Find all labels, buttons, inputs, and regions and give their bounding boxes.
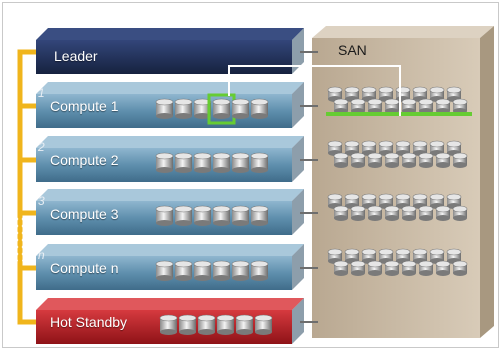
san-connectors bbox=[300, 51, 318, 323]
san-disk-3-2-8 bbox=[452, 205, 468, 221]
node-label-compute-1: Compute 1 bbox=[50, 98, 119, 114]
san-disk-2-1-7 bbox=[429, 140, 445, 156]
disk-mapping-line bbox=[228, 65, 401, 116]
node-layer-compute-2 bbox=[36, 136, 304, 182]
san-disk-4-2-6 bbox=[418, 260, 434, 276]
san-shelf-2 bbox=[327, 140, 468, 168]
disk-compute-n-2 bbox=[174, 260, 193, 281]
disk-compute-n-1 bbox=[155, 260, 174, 281]
disk-compute-2-3 bbox=[193, 152, 212, 173]
san-disk-2-2-2 bbox=[350, 152, 366, 168]
san-disk-3-2-3 bbox=[367, 205, 383, 221]
disk-compute-3-6 bbox=[250, 205, 269, 226]
node-label-compute-3: Compute 3 bbox=[50, 206, 119, 222]
san-disk-2-2-1 bbox=[333, 152, 349, 168]
node-number-2: 2 bbox=[38, 140, 45, 154]
node-label-leader: Leader bbox=[54, 48, 98, 64]
san-disk-1-2-4 bbox=[384, 98, 400, 114]
disk-compute-3-4 bbox=[212, 205, 231, 226]
disk-hot-standby-5 bbox=[235, 314, 254, 335]
san-disk-3-2-1 bbox=[333, 205, 349, 221]
san-disk-3-2-4 bbox=[384, 205, 400, 221]
disk-compute-1-5 bbox=[231, 98, 250, 119]
san-shelf-4 bbox=[327, 248, 468, 276]
san-panel bbox=[312, 26, 494, 338]
san-disk-4-2-4 bbox=[384, 260, 400, 276]
san-disk-1-2-8 bbox=[452, 98, 468, 114]
disk-compute-1-4 bbox=[212, 98, 231, 119]
disk-compute-1-1 bbox=[155, 98, 174, 119]
disk-compute-3-1 bbox=[155, 205, 174, 226]
san-disk-4-2-5 bbox=[401, 260, 417, 276]
disk-hot-standby-3 bbox=[197, 314, 216, 335]
disk-compute-2-2 bbox=[174, 152, 193, 173]
node-layer-compute-3 bbox=[36, 189, 304, 235]
disk-compute-1-2 bbox=[174, 98, 193, 119]
node-label-compute-n: Compute n bbox=[50, 260, 119, 276]
san-disk-4-2-3 bbox=[367, 260, 383, 276]
disk-compute-2-6 bbox=[250, 152, 269, 173]
san-disk-4-2-1 bbox=[333, 260, 349, 276]
disk-hot-standby-6 bbox=[254, 314, 273, 335]
san-disk-2-2-8 bbox=[452, 152, 468, 168]
disk-compute-3-2 bbox=[174, 205, 193, 226]
san-disk-2-1-8 bbox=[446, 140, 462, 156]
san-disk-1-2-6 bbox=[418, 98, 434, 114]
san-shelf-3 bbox=[327, 193, 468, 221]
san-disk-2-1-4 bbox=[378, 140, 394, 156]
node-number-1: 1 bbox=[38, 86, 45, 100]
disk-compute-3-3 bbox=[193, 205, 212, 226]
san-disk-1-2-2 bbox=[350, 98, 366, 114]
san-disk-1-2-7 bbox=[435, 98, 451, 114]
node-layer-hot-standby bbox=[36, 298, 304, 344]
node-layer-leader bbox=[36, 28, 304, 74]
san-label: SAN bbox=[338, 42, 367, 58]
node-label-compute-2: Compute 2 bbox=[50, 152, 119, 168]
disk-compute-n-4 bbox=[212, 260, 231, 281]
san-disk-2-2-6 bbox=[418, 152, 434, 168]
san-disk-4-1-3 bbox=[361, 248, 377, 264]
san-disk-2-2-7 bbox=[435, 152, 451, 168]
san-disk-4-1-8 bbox=[446, 248, 462, 264]
san-disk-3-2-7 bbox=[435, 205, 451, 221]
disk-compute-2-4 bbox=[212, 152, 231, 173]
disk-hot-standby-1 bbox=[159, 314, 178, 335]
san-disk-2-2-4 bbox=[384, 152, 400, 168]
disk-compute-2-1 bbox=[155, 152, 174, 173]
san-disk-1-2-1 bbox=[333, 98, 349, 114]
san-disk-4-1-4 bbox=[378, 248, 394, 264]
san-disk-4-2-8 bbox=[452, 260, 468, 276]
node-layer-compute-1 bbox=[36, 82, 304, 128]
san-disk-2-2-3 bbox=[367, 152, 383, 168]
san-disk-4-2-7 bbox=[435, 260, 451, 276]
disk-compute-1-3 bbox=[193, 98, 212, 119]
san-disk-3-2-2 bbox=[350, 205, 366, 221]
san-disk-2-2-5 bbox=[401, 152, 417, 168]
san-disk-4-1-2 bbox=[344, 248, 360, 264]
san-disk-1-2-5 bbox=[401, 98, 417, 114]
san-disk-3-2-5 bbox=[401, 205, 417, 221]
node-number-3: 3 bbox=[38, 194, 45, 208]
disk-compute-1-6 bbox=[250, 98, 269, 119]
disk-compute-2-5 bbox=[231, 152, 250, 173]
node-layer-compute-n bbox=[36, 244, 304, 290]
node-label-hot-standby: Hot Standby bbox=[50, 314, 128, 330]
san-disk-3-2-6 bbox=[418, 205, 434, 221]
disk-compute-n-5 bbox=[231, 260, 250, 281]
disk-compute-n-3 bbox=[193, 260, 212, 281]
failover-bracket bbox=[17, 49, 39, 325]
san-disk-2-1-6 bbox=[412, 140, 428, 156]
disk-compute-3-5 bbox=[231, 205, 250, 226]
node-number-n: n bbox=[38, 248, 45, 262]
disk-compute-n-6 bbox=[250, 260, 269, 281]
san-disk-4-2-2 bbox=[350, 260, 366, 276]
san-disk-1-2-3 bbox=[367, 98, 383, 114]
disk-hot-standby-2 bbox=[178, 314, 197, 335]
disk-hot-standby-4 bbox=[216, 314, 235, 335]
